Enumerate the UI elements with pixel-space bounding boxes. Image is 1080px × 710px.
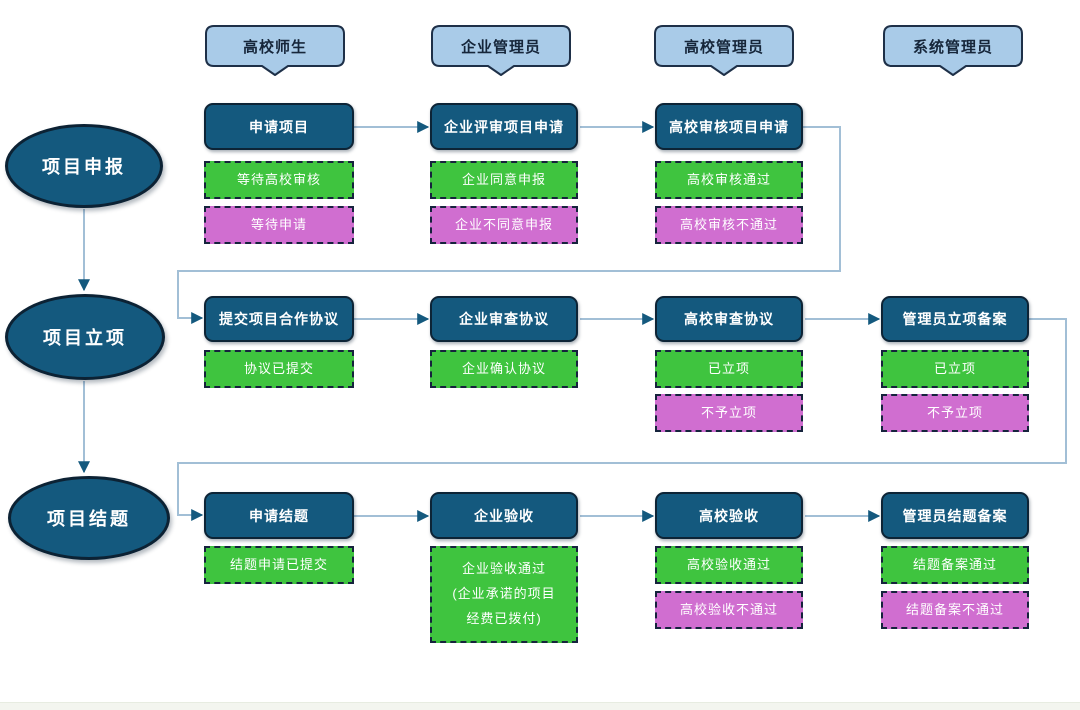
connector-loop-row2-row3 <box>177 318 1067 521</box>
status-box-conclusion-filing-fail: 结题备案不通过 <box>881 591 1029 629</box>
lane-header-system-admin: 系统管理员 <box>912 38 993 56</box>
status-box-project-rejected-admin: 不予立项 <box>881 394 1029 432</box>
action-box-submit-agreement: 提交项目合作协议 <box>204 296 354 342</box>
status-box-university-acceptance-pass: 高校验收通过 <box>655 546 803 584</box>
status-box-project-rejected-university: 不予立项 <box>655 394 803 432</box>
lane-header-university-staff: 高校师生 <box>242 38 307 56</box>
status-box-university-review-pass: 高校审核通过 <box>655 161 803 199</box>
lane-banner-shape <box>205 25 345 76</box>
action-box-university-review-agreement: 高校审查协议 <box>655 296 803 342</box>
lane-header-university-admin: 高校管理员 <box>683 38 764 56</box>
status-box-conclusion-filing-pass: 结题备案通过 <box>881 546 1029 584</box>
action-box-apply-project: 申请项目 <box>204 103 354 150</box>
action-box-enterprise-review-agreement: 企业审查协议 <box>430 296 578 342</box>
action-box-university-review-application: 高校审核项目申请 <box>655 103 803 150</box>
status-box-university-review-fail: 高校审核不通过 <box>655 206 803 244</box>
action-box-enterprise-acceptance: 企业验收 <box>430 492 578 539</box>
phase-node-conclusion: 项目结题 <box>8 476 170 560</box>
status-box-project-established-university: 已立项 <box>655 350 803 388</box>
action-box-admin-conclusion-filing: 管理员结题备案 <box>881 492 1029 539</box>
phase-node-declaration: 项目申报 <box>5 124 163 208</box>
action-box-enterprise-review-application: 企业评审项目申请 <box>430 103 578 150</box>
status-box-waiting-university-review: 等待高校审核 <box>204 161 354 199</box>
status-box-conclusion-submitted: 结题申请已提交 <box>204 546 354 584</box>
status-box-enterprise-acceptance-pass: 企业验收通过 (企业承诺的项目 经费已拨付) <box>430 546 578 643</box>
connector-loop-row1-row2 <box>177 126 841 324</box>
action-box-admin-establishment-filing: 管理员立项备案 <box>881 296 1029 342</box>
lane-banner-shape <box>431 25 571 76</box>
connector-lines <box>78 121 1067 522</box>
status-box-enterprise-confirm-agreement: 企业确认协议 <box>430 350 578 388</box>
status-box-enterprise-disagree: 企业不同意申报 <box>430 206 578 244</box>
lane-banner-shape <box>654 25 794 76</box>
lane-banner-shapes <box>205 25 1023 76</box>
bottom-page-edge <box>0 702 1080 710</box>
action-box-university-acceptance: 高校验收 <box>655 492 803 539</box>
status-box-project-established-admin: 已立项 <box>881 350 1029 388</box>
lane-header-enterprise-admin: 企业管理员 <box>460 38 541 56</box>
action-box-apply-conclusion: 申请结题 <box>204 492 354 539</box>
lane-banner-shape <box>883 25 1023 76</box>
phase-node-approval: 项目立项 <box>5 294 165 380</box>
status-box-university-acceptance-fail: 高校验收不通过 <box>655 591 803 629</box>
status-box-waiting-application: 等待申请 <box>204 206 354 244</box>
status-box-agreement-submitted: 协议已提交 <box>204 350 354 388</box>
status-box-enterprise-agree: 企业同意申报 <box>430 161 578 199</box>
